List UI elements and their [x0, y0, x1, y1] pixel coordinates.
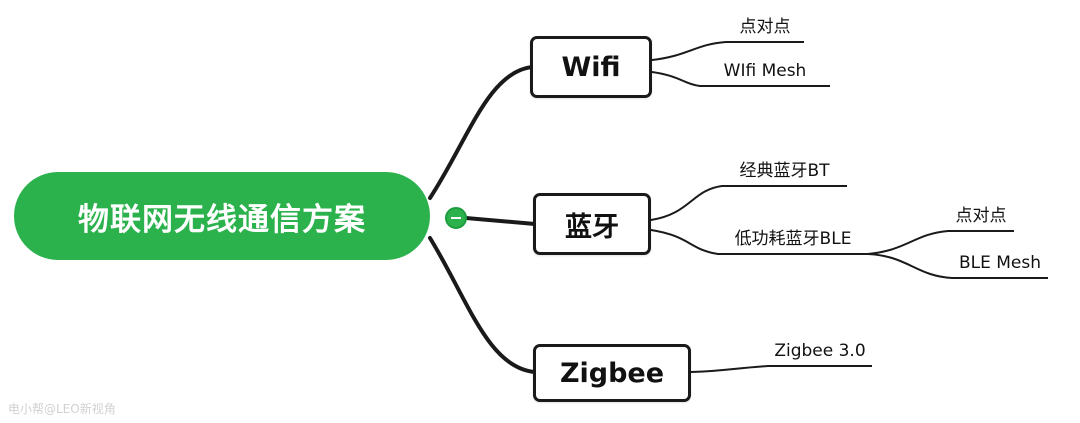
branch-root-zigbee	[428, 236, 537, 374]
branch-root-wifi	[428, 65, 534, 200]
subtopic-low-power-ble[interactable]: 低功耗蓝牙BLE	[718, 228, 868, 255]
topic-bluetooth[interactable]: 蓝牙	[533, 193, 651, 255]
branch-wifi-mesh	[651, 71, 701, 87]
topic-zigbee[interactable]: Zigbee	[533, 344, 691, 402]
branch-wifi-p2p	[651, 41, 727, 61]
branch-bt-ble	[650, 229, 719, 255]
branch-bt-classic	[650, 185, 723, 221]
branch-ble-p2p	[867, 230, 949, 255]
branch-zigbee-30	[690, 365, 769, 373]
branch-ble-mesh	[867, 253, 953, 279]
subtopic-classic-bluetooth[interactable]: 经典蓝牙BT	[722, 160, 847, 187]
subtopic-zigbee-3-0[interactable]: Zigbee 3.0	[768, 340, 872, 367]
root-topic[interactable]: 物联网无线通信方案	[14, 172, 430, 260]
subtopic-ble-mesh[interactable]: BLE Mesh	[952, 252, 1048, 279]
subtopic-wifi-mesh[interactable]: WIfi Mesh	[700, 60, 830, 87]
branch-root-bt	[464, 216, 537, 226]
collapse-button[interactable]	[445, 207, 467, 229]
subtopic-wifi-point-to-point[interactable]: 点对点	[726, 16, 804, 43]
minus-icon	[451, 217, 461, 219]
subtopic-ble-point-to-point[interactable]: 点对点	[948, 205, 1014, 232]
topic-wifi[interactable]: Wifi	[530, 36, 652, 98]
watermark: 电小帮@LEO新视角	[8, 402, 116, 416]
